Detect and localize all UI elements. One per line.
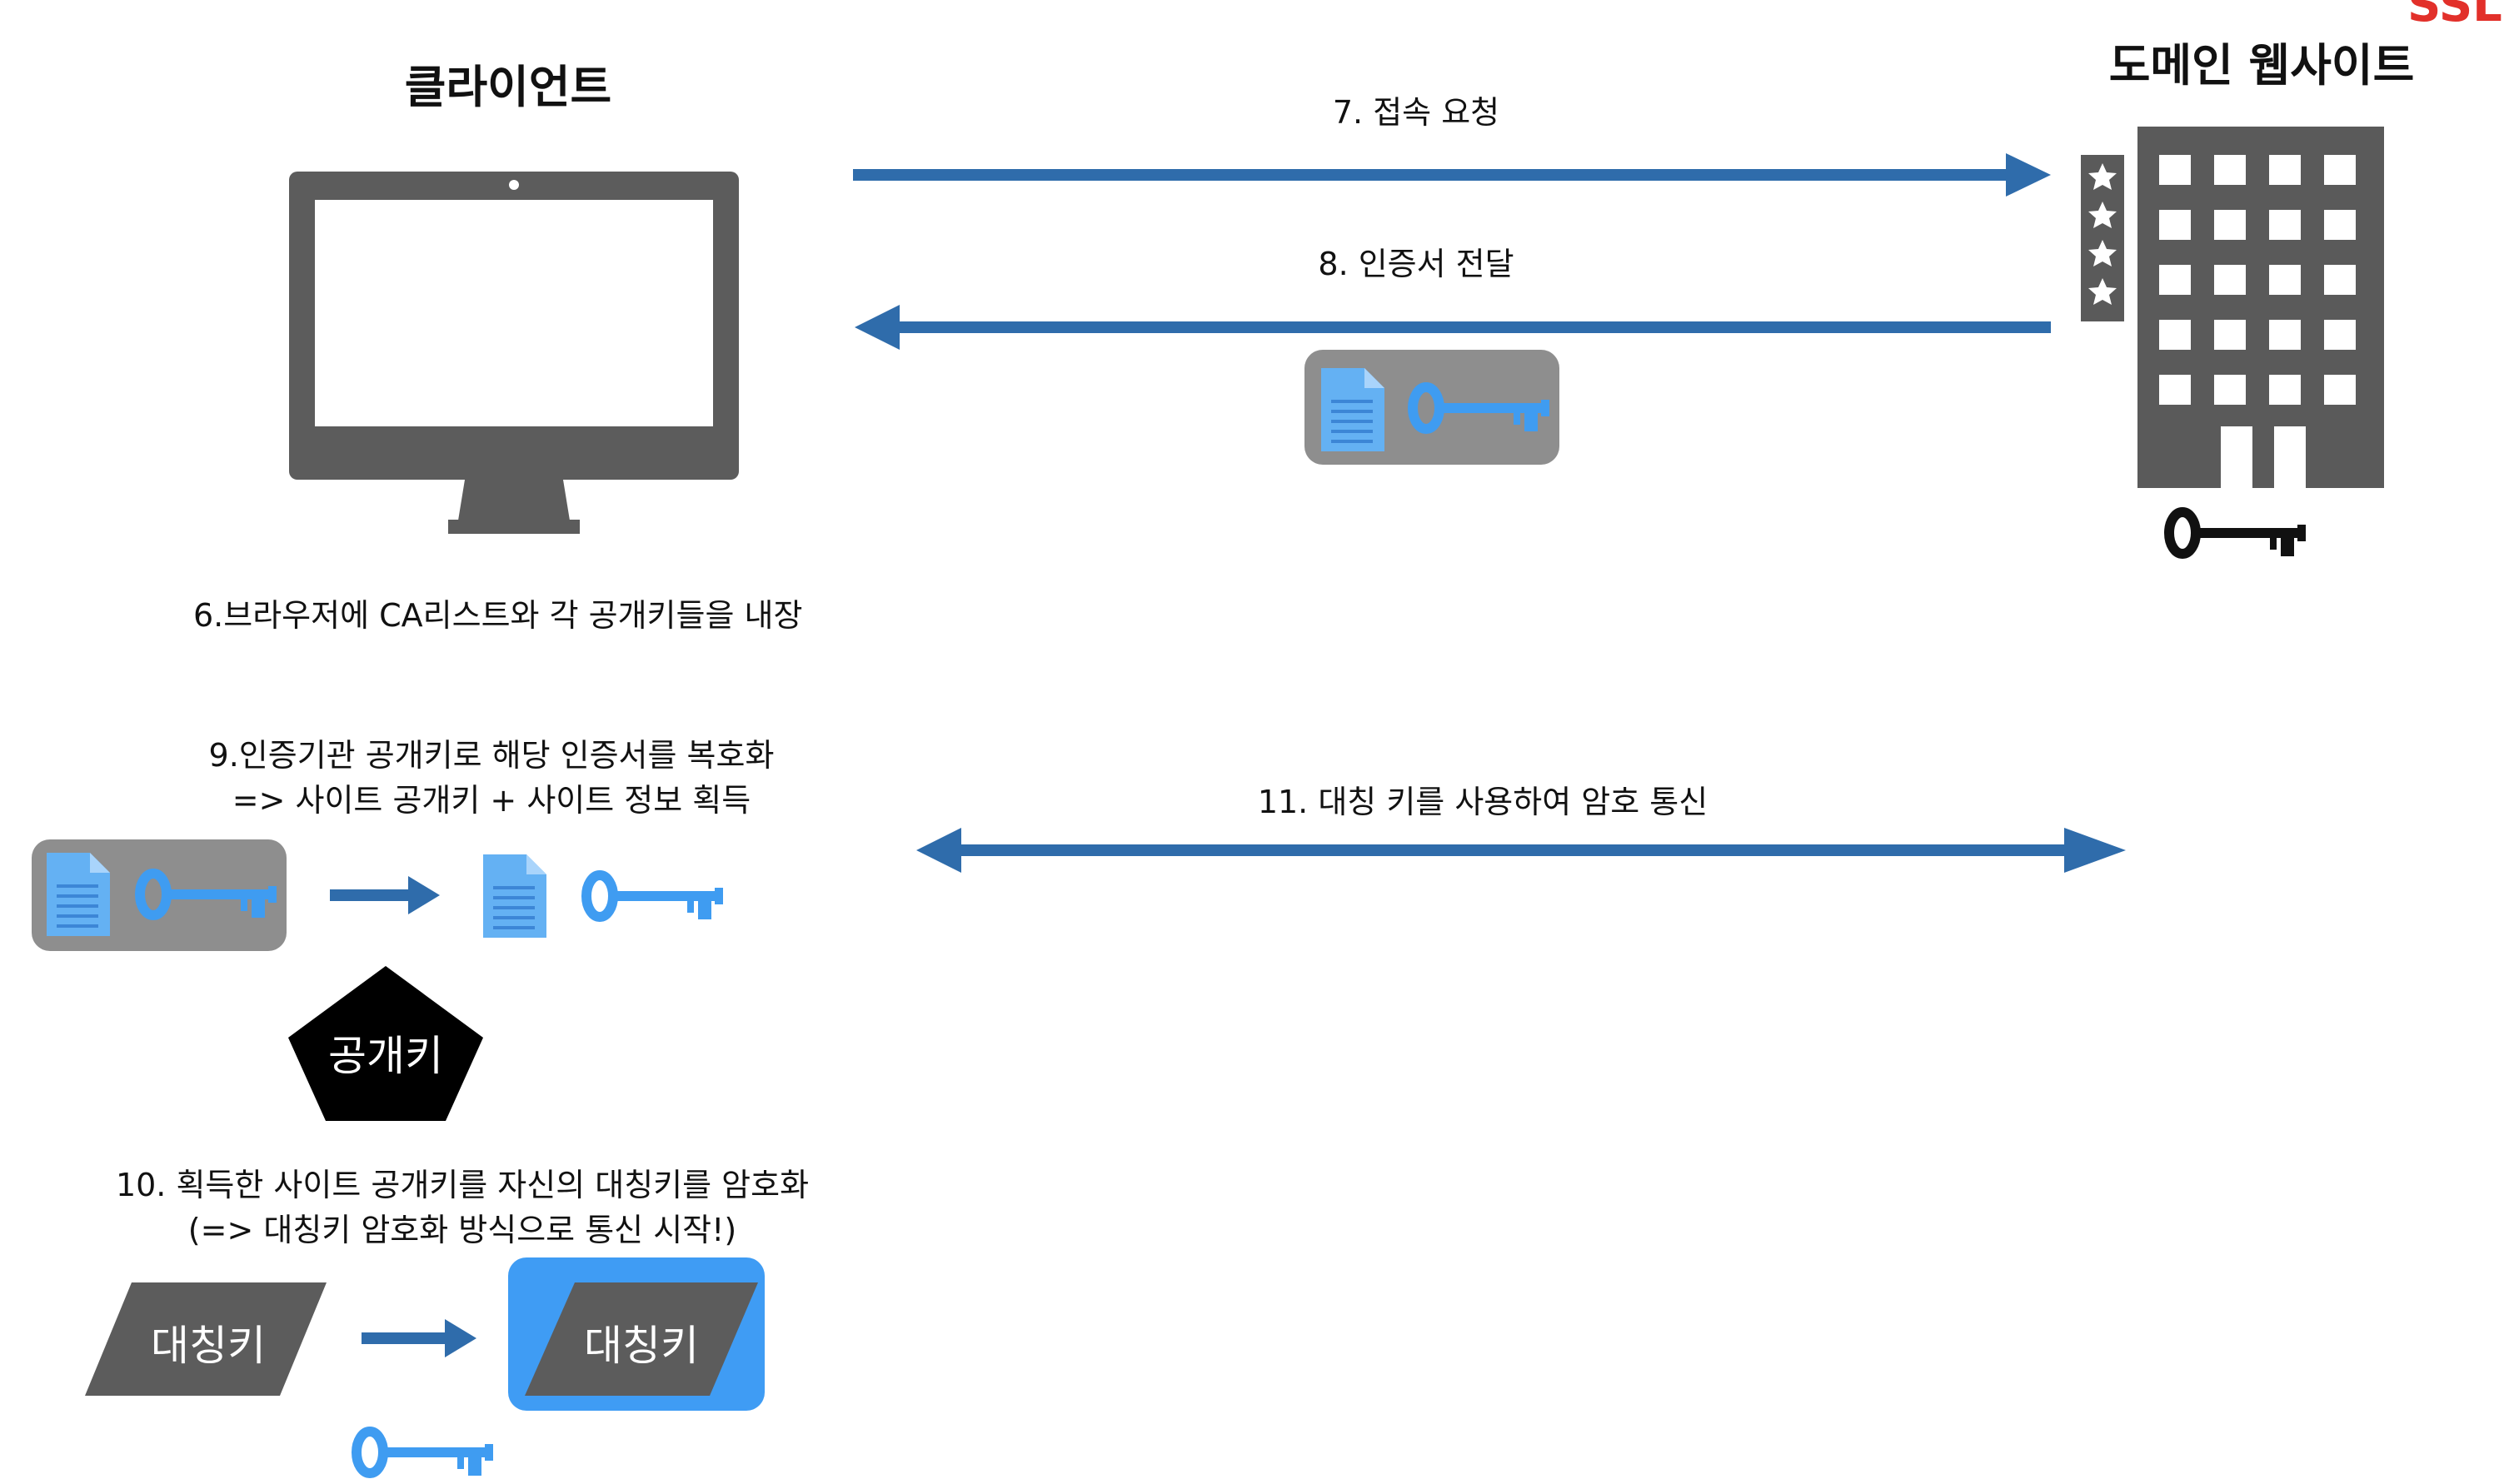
step-7-label: 7. 접속 요청 [1332, 94, 1500, 131]
symmetric-communication-arrow [916, 828, 2126, 873]
step-8-label: 8. 인증서 전달 [1318, 246, 1514, 282]
monitor-icon [289, 172, 739, 534]
encrypt-arrow [362, 1319, 476, 1357]
server-title: 도메인 웹사이트 [2108, 39, 2415, 92]
document-icon [47, 853, 110, 936]
public-key-pentagon [288, 966, 483, 1121]
key-icon [586, 875, 723, 919]
step-9-line-1: 9.인증기관 공개키로 해당 인증서를 복호화 [208, 737, 775, 774]
decrypt-arrow [330, 876, 440, 914]
step-10-line-2: (=> 대칭키 암호화 방식으로 통신 시작!) [187, 1212, 737, 1248]
star-icon [2088, 163, 2117, 305]
key-icon [357, 1432, 493, 1476]
building-icon [2081, 127, 2384, 488]
symmetric-key-parallelogram [85, 1282, 327, 1396]
step-6-label: 6.브라우저에 CA리스트와 각 공개키들을 내장 [193, 597, 803, 634]
document-icon [483, 854, 546, 938]
encrypted-certificate-box [32, 839, 287, 951]
certificate-box [1304, 350, 1559, 465]
step-11-label: 11. 대칭 키를 사용하여 암호 통신 [1257, 784, 1708, 820]
certificate-arrow [855, 305, 2051, 350]
document-icon [1321, 368, 1384, 451]
public-key-label: 공개키 [328, 1032, 443, 1080]
encrypted-symmetric-key-parallelogram [525, 1282, 758, 1396]
step-10-line-1: 10. 획득한 사이트 공개키를 자신의 대칭키를 암호화 [115, 1167, 810, 1203]
symmetric-key-label: 대칭키 [151, 1322, 266, 1370]
encrypted-symmetric-key-label: 대칭키 [584, 1322, 699, 1370]
key-icon [2169, 512, 2306, 556]
request-arrow [853, 153, 2051, 197]
step-9-line-2: => 사이트 공개키 + 사이트 정보 획득 [232, 782, 751, 819]
corner-mark: SSL [2407, 0, 2502, 32]
client-title: 클라이언트 [404, 61, 612, 113]
